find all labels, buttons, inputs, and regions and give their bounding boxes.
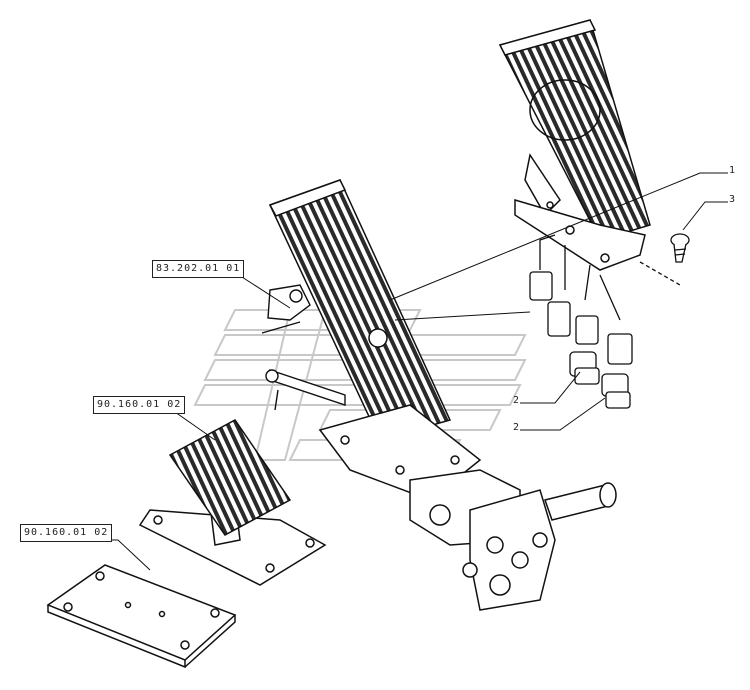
small-pedal: [138, 419, 327, 586]
leader-lines: [105, 172, 728, 571]
callout-1: 1: [729, 165, 736, 176]
reference-label-90-160-upper: 90.160.01 02: [93, 396, 186, 414]
brake-pedal-assembly: [268, 179, 617, 611]
callout-2-lower: 2: [513, 422, 520, 433]
accelerator-pedal: [498, 19, 651, 271]
linkage: [261, 284, 346, 411]
reference-label-90-160-lower: 90.160.01 02: [20, 524, 113, 542]
base-plate: [46, 564, 237, 669]
callout-3: 3: [729, 194, 736, 205]
sensor-connectors: [529, 234, 633, 409]
screw: [639, 233, 690, 286]
reference-label-83-202: 83.202.01 01: [152, 260, 245, 278]
callout-2-upper: 2: [513, 395, 520, 406]
